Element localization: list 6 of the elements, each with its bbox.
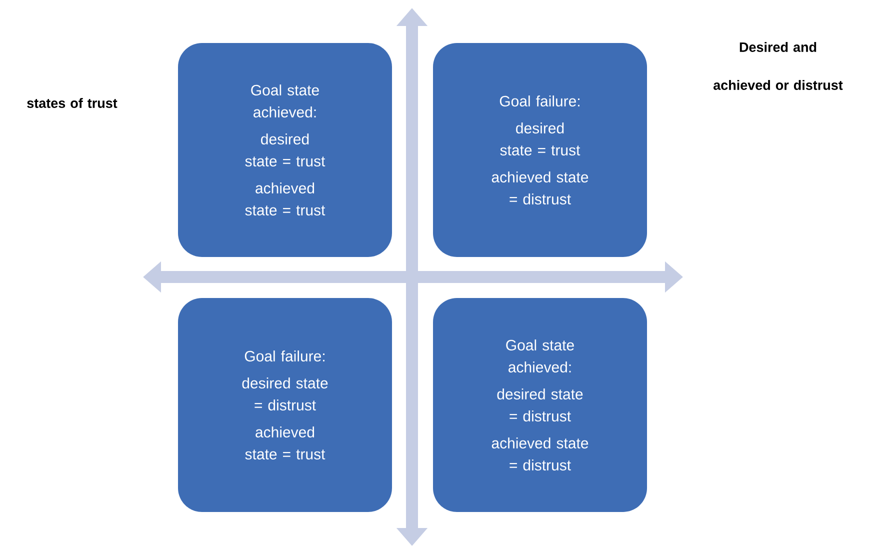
quadrant-box: Goal state achieved: desired state = trust achieved state = trust <box>178 43 392 257</box>
quadrant-box: Goal failure: desired state = distrust achieved state = trust <box>178 298 392 512</box>
quadrant-box: Goal failure: desired state = trust achieved state = distrust <box>433 43 647 257</box>
axis-label: Desired and achieved or distrust <box>714 42 843 90</box>
axis-label: states of trust <box>27 98 118 108</box>
quadrant-box: Goal state achieved: desired state = distrust achieved state = distrust <box>433 298 647 512</box>
